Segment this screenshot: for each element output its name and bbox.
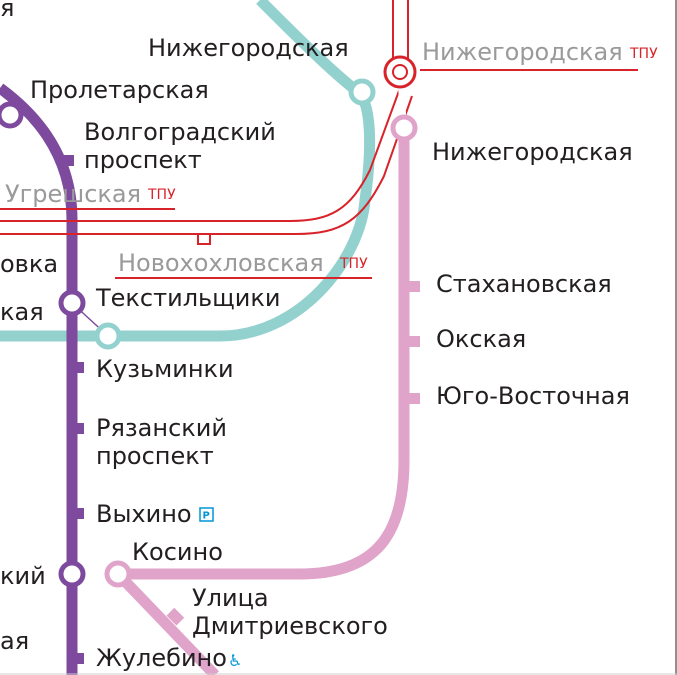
- label-volgogradsky-2: проспект: [84, 146, 202, 174]
- tick-stakhanovskaya: [408, 281, 420, 292]
- label-partial-aya: ая: [0, 627, 29, 655]
- label-kuzminki: Кузьминки: [96, 355, 234, 383]
- parking-icon: P: [199, 507, 214, 522]
- tick-ulitsa-dmitrievskogo: [166, 607, 185, 626]
- station-circles: [0, 78, 418, 588]
- label-nizhegorodskaya-pink: Нижегородская: [432, 138, 633, 166]
- accessible-icon: ♿: [228, 651, 242, 670]
- tick-ryazansky: [72, 423, 84, 434]
- teal-line: [0, 0, 376, 342]
- label-partial-kiy: кий: [0, 562, 46, 590]
- label-stakhanovskaya: Стахановская: [436, 270, 612, 298]
- label-okskaya: Окская: [436, 325, 526, 353]
- station-nizhegorodskaya-teal: [348, 78, 376, 106]
- station-vykhino-kosino-purple: [58, 560, 86, 588]
- label-partial-ovka: овка: [0, 250, 58, 278]
- label-partial-top: я: [0, 0, 14, 22]
- pink-line-branch: [114, 570, 219, 675]
- tick-vykhino: [72, 508, 84, 519]
- label-novokhokhlovskaya-tpu-suffix: ТПУ: [339, 256, 368, 272]
- label-nizhegorodskaya-tpu: Нижегородская: [422, 38, 623, 66]
- station-kosino: [104, 560, 132, 588]
- station-proletarskaya: [0, 101, 24, 129]
- svg-text:P: P: [203, 511, 210, 522]
- label-tekstilshchiki: Текстильщики: [95, 284, 280, 312]
- tick-yugo-vostochnaya: [408, 393, 420, 404]
- label-volgogradsky-1: Волгоградский: [84, 118, 276, 146]
- label-partial-kaya: кая: [0, 298, 44, 326]
- label-ulitsa-2: Дмитриевского: [192, 612, 388, 640]
- label-ryazansky-1: Рязанский: [96, 414, 227, 442]
- station-tekstilshchiki-teal: [94, 322, 122, 350]
- label-ulitsa-1: Улица: [192, 584, 269, 612]
- tick-zhulebino: [72, 653, 84, 664]
- pink-line: [120, 128, 410, 580]
- station-tekstilshchiki: [58, 289, 86, 317]
- label-ugreshskaya-tpu: Угрешская: [5, 180, 141, 208]
- label-proletarskaya: Пролетарская: [30, 76, 209, 104]
- label-vykhino: Выхино: [96, 500, 192, 528]
- label-nizhegorodskaya-teal: Нижегородская: [148, 34, 349, 62]
- tick-okskaya: [408, 336, 420, 347]
- station-nizhegorodskaya-rail-inner: [392, 64, 408, 80]
- tick-volgogradsky: [62, 155, 74, 166]
- station-nizhegorodskaya-pink: [390, 114, 418, 142]
- label-ryazansky-2: проспект: [96, 442, 214, 470]
- station-ticks: [62, 155, 420, 664]
- label-zhulebino: Жулебино: [96, 644, 227, 672]
- tick-kuzminki: [72, 362, 84, 373]
- label-novokhokhlovskaya-tpu: Новохохловская: [118, 249, 324, 277]
- label-yugo-vostochnaya: Юго-Восточная: [436, 382, 630, 410]
- label-nizhegorodskaya-tpu-suffix: ТПУ: [629, 46, 658, 62]
- label-ugreshskaya-tpu-suffix: ТПУ: [147, 187, 176, 203]
- label-kosino: Косино: [132, 538, 223, 566]
- railway: [0, 0, 413, 245]
